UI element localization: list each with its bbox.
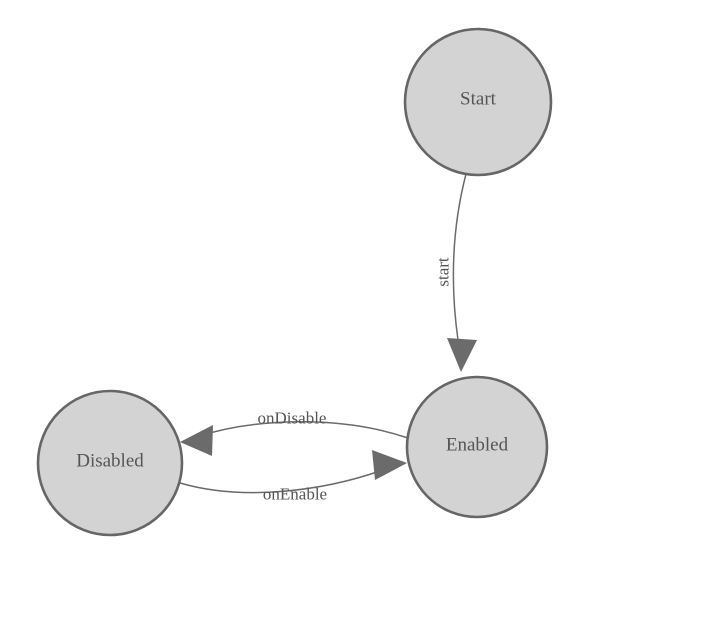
edge-enabled-to-disabled-label: onDisable <box>258 409 327 428</box>
edge-enabled-to-disabled-arrowhead <box>180 425 213 456</box>
node-disabled-circle <box>36 389 184 537</box>
node-disabled[interactable]: Disabled <box>36 389 184 537</box>
edge-disabled-to-enabled-label: onEnable <box>263 485 327 504</box>
edge-enabled-to-disabled-path <box>195 421 409 439</box>
edge-disabled-to-enabled-arrowhead <box>372 450 407 480</box>
edge-enabled-to-disabled[interactable]: onDisable <box>180 409 409 457</box>
node-start-circle <box>403 27 553 177</box>
node-start[interactable]: Start <box>403 27 553 177</box>
node-enabled-label: Enabled <box>446 435 509 456</box>
edge-disabled-to-enabled[interactable]: onEnable <box>179 450 407 504</box>
node-enabled-circle <box>405 375 549 519</box>
node-enabled[interactable]: Enabled <box>405 375 549 519</box>
node-start-label: Start <box>460 89 497 110</box>
edge-start-to-enabled-path <box>452 173 467 341</box>
edge-start-to-enabled-label: start <box>434 257 453 287</box>
edge-start-to-enabled[interactable]: start <box>434 173 478 372</box>
edge-start-to-enabled-arrowhead <box>447 338 477 372</box>
edge-disabled-to-enabled-path <box>179 470 381 494</box>
node-disabled-label: Disabled <box>76 451 144 472</box>
